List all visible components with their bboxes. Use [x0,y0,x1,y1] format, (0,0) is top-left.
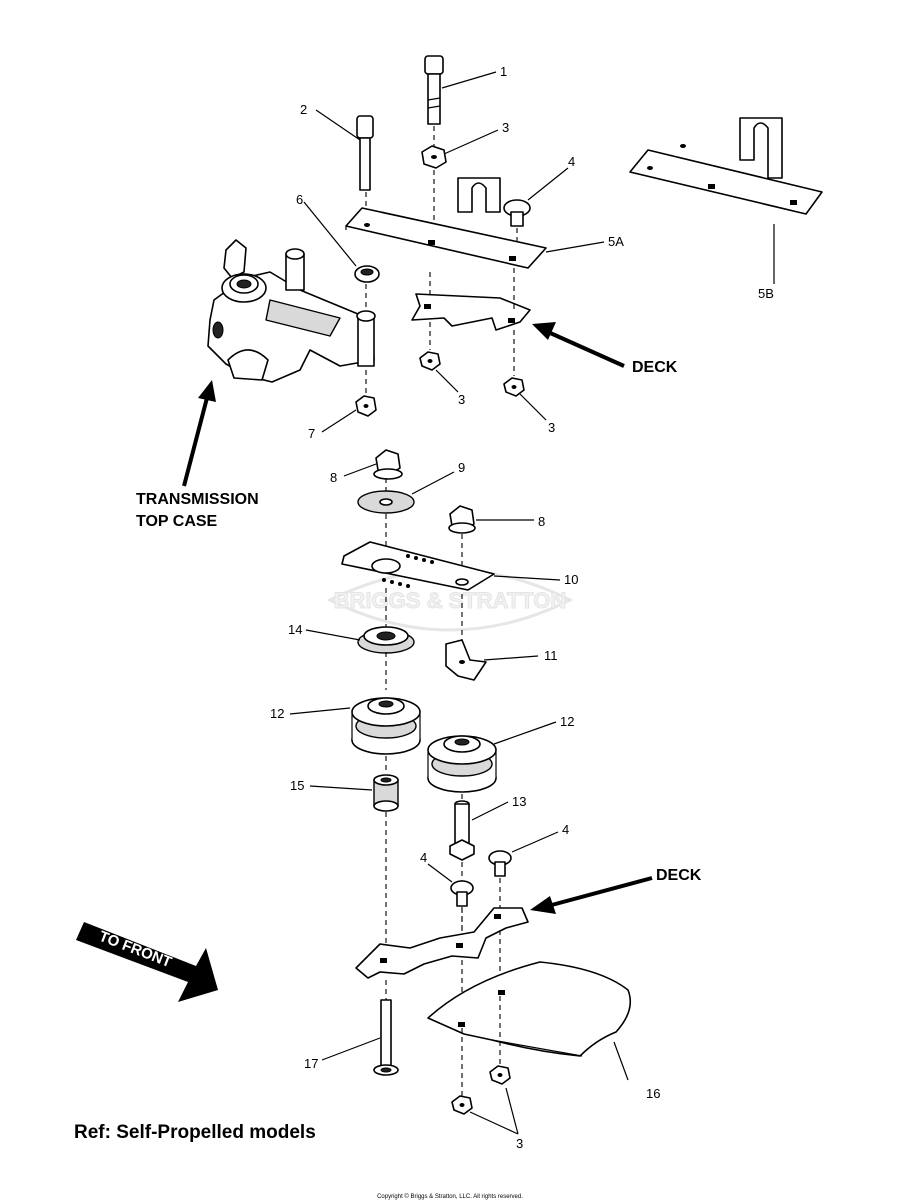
nut-8-left [373,449,403,480]
callout-7: 7 [308,426,315,441]
transmission-label-line2: TOP CASE [136,513,218,530]
pulley-12-right [427,735,497,793]
callout-3-bottom: 3 [516,1136,523,1151]
nut-3-a [419,351,441,371]
callout-4-top: 4 [568,154,575,169]
reference-note: Ref: Self-Propelled models [74,1122,316,1143]
carriage-bolt-4-upper [503,199,531,227]
callout-16: 16 [646,1086,660,1101]
watermark: BRIGGS & STRATTON [326,568,574,632]
nut-3-upper [421,145,447,169]
callout-10: 10 [564,572,578,587]
deck-plate-lower [355,907,529,979]
callout-2: 2 [300,102,307,117]
transmission-label-line1: TRANSMISSION [136,491,259,508]
bolt-17 [373,999,399,1076]
bracket-5b [629,117,823,215]
nut-3-c [489,1065,511,1085]
leader-lines [289,71,775,1135]
bearing-15 [373,774,399,812]
callout-5b: 5B [758,286,774,301]
callout-8-right: 8 [538,514,545,529]
callout-13: 13 [512,794,526,809]
callout-4-right: 4 [562,822,569,837]
callout-numbers: 1 2 3 4 5A 6 5B 3 3 7 8 9 8 10 14 11 12 … [270,64,774,1151]
deck-arrow-upper [532,322,625,368]
callout-3-mid-left: 3 [458,392,465,407]
clip-11 [445,639,487,681]
watermark-text: BRIGGS & STRATTON [334,588,567,613]
nut-7 [355,395,377,417]
deck-label-upper: DECK [632,359,678,376]
to-front-arrow: TO FRONT [76,922,218,1002]
callout-9: 9 [458,460,465,475]
callout-3-mid-right: 3 [548,420,555,435]
deck-arrow-lower [530,876,653,914]
transmission-top-case [207,239,376,383]
callout-17: 17 [304,1056,318,1071]
bushing-14 [357,626,415,654]
plate-10 [341,541,495,591]
transmission-arrow [182,380,216,487]
callout-14: 14 [288,622,302,637]
deck-label-lower: DECK [656,867,702,884]
callout-8-left: 8 [330,470,337,485]
callout-4-left: 4 [420,850,427,865]
callout-3-top: 3 [502,120,509,135]
carriage-bolt-4-left [450,880,474,907]
callout-11: 11 [544,648,558,663]
washer-6 [354,265,380,283]
nut-8-right [448,505,476,534]
nut-3-b [503,377,525,397]
carriage-bolt-4-right [488,850,512,877]
callout-15: 15 [290,778,304,793]
shield-16 [427,961,632,1057]
callout-6: 6 [296,192,303,207]
copyright-notice: Copyright © Briggs & Stratton, LLC. All … [377,1193,523,1200]
callout-5a: 5A [608,234,624,249]
callout-1: 1 [500,64,507,79]
callout-12-right: 12 [560,714,574,729]
deck-plate-upper [411,293,531,331]
nut-3-d [451,1095,473,1115]
bolt-2 [356,115,374,191]
washer-9 [357,490,415,514]
pulley-12-left [351,697,421,755]
shoulder-bolt-13 [449,800,475,861]
bolt-1 [424,55,444,125]
callout-12-left: 12 [270,706,284,721]
bracket-5a [345,177,547,269]
